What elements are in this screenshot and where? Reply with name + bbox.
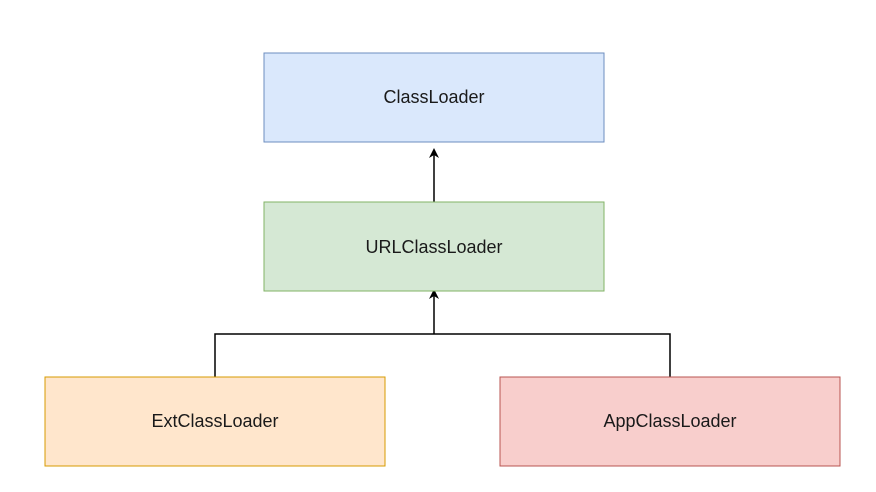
node-extclassloader[interactable]: ExtClassLoader xyxy=(44,376,386,467)
node-extclassloader-label: ExtClassLoader xyxy=(151,411,278,431)
node-urlclassloader[interactable]: URLClassLoader xyxy=(263,201,605,292)
node-classloader-box xyxy=(263,52,605,143)
node-appclassloader-label: AppClassLoader xyxy=(603,411,736,431)
node-appclassloader[interactable]: AppClassLoader xyxy=(499,376,841,467)
edges xyxy=(214,148,671,377)
node-urlclassloader-box xyxy=(263,201,605,292)
node-appclassloader-box xyxy=(499,376,841,467)
edge-extclassloader-to-urlclassloader xyxy=(214,333,434,377)
node-classloader[interactable]: ClassLoader xyxy=(263,52,605,143)
node-classloader-label: ClassLoader xyxy=(383,87,484,107)
node-urlclassloader-label: URLClassLoader xyxy=(365,237,502,257)
edge-appclassloader-to-urlclassloader xyxy=(434,333,671,377)
node-extclassloader-box xyxy=(44,376,386,467)
